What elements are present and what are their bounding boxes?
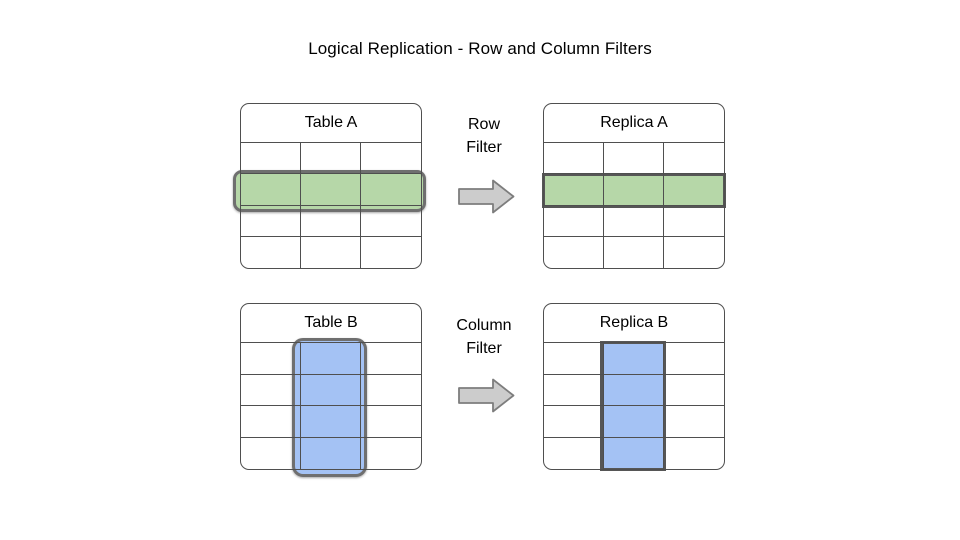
table-cell [544,437,604,469]
column-filter-label-line1: Column [456,317,512,334]
replica-a-row-highlight [542,173,726,208]
table-cell [301,343,361,375]
table-cell [544,374,604,406]
table-cell [361,143,421,175]
table-cell [301,174,361,206]
table-a: Table A [233,103,426,269]
row-filter-label-line2: Filter [466,139,502,156]
table-cell [301,406,361,438]
table-cell [241,374,301,406]
table-cell [664,343,724,375]
table-cell [301,205,361,237]
table-cell [301,374,361,406]
table-cell [361,438,421,470]
table-cell [301,437,361,469]
table-cell [241,437,301,469]
table-cell [604,374,664,406]
table-cell [664,143,724,175]
column-filter-label-line2: Filter [466,340,502,357]
table-cell [241,236,301,268]
right-arrow-icon [458,378,515,413]
table-cell [544,343,604,375]
table-cell [544,143,604,175]
table-cell [604,437,664,469]
replica-b-column-highlight [600,341,666,471]
slide-title: Logical Replication - Row and Column Fil… [308,39,652,58]
table-cell [241,343,301,375]
table-cell [544,174,604,206]
table-cell [664,406,724,438]
table-cell [544,236,604,268]
table-replica-a: Replica A [542,103,726,269]
replica-b-grid [544,343,724,469]
table-cell [664,375,724,406]
table-b: Table B [240,303,422,477]
right-arrow-icon [458,179,515,214]
row-filter-label-line1: Row [467,116,500,133]
table-cell [241,205,301,237]
table-cell [664,438,724,470]
table-b-grid [241,343,421,469]
table-cell [301,236,361,268]
table-cell [604,406,664,438]
column-filter-label: Column Filter [424,314,544,360]
table-cell [604,205,664,237]
table-b-column-highlight [292,338,367,477]
table-b-title: Table B [241,304,421,343]
table-cell [361,237,421,268]
table-cell [604,143,664,175]
table-replica-b: Replica B [543,303,725,471]
row-filter-label: Row Filter [424,113,544,159]
replica-b-title: Replica B [544,304,724,343]
table-a-grid [241,143,421,268]
replica-a-frame: Replica A [543,103,725,269]
table-cell [361,406,421,438]
table-cell [241,143,301,175]
table-cell [544,205,604,237]
table-cell [664,174,724,206]
table-cell [604,236,664,268]
table-cell [241,406,301,438]
table-cell [361,174,421,206]
table-cell [361,375,421,406]
table-cell [361,343,421,375]
table-cell [664,206,724,237]
table-a-title: Table A [241,104,421,143]
table-cell [604,174,664,206]
table-b-frame: Table B [240,303,422,470]
replica-a-grid [544,143,724,268]
table-cell [241,174,301,206]
table-cell [604,343,664,375]
table-cell [301,143,361,175]
table-cell [544,406,604,438]
replica-b-frame: Replica B [543,303,725,470]
replica-a-title: Replica A [544,104,724,143]
table-cell [361,206,421,237]
table-cell [664,237,724,268]
table-a-frame: Table A [240,103,422,269]
